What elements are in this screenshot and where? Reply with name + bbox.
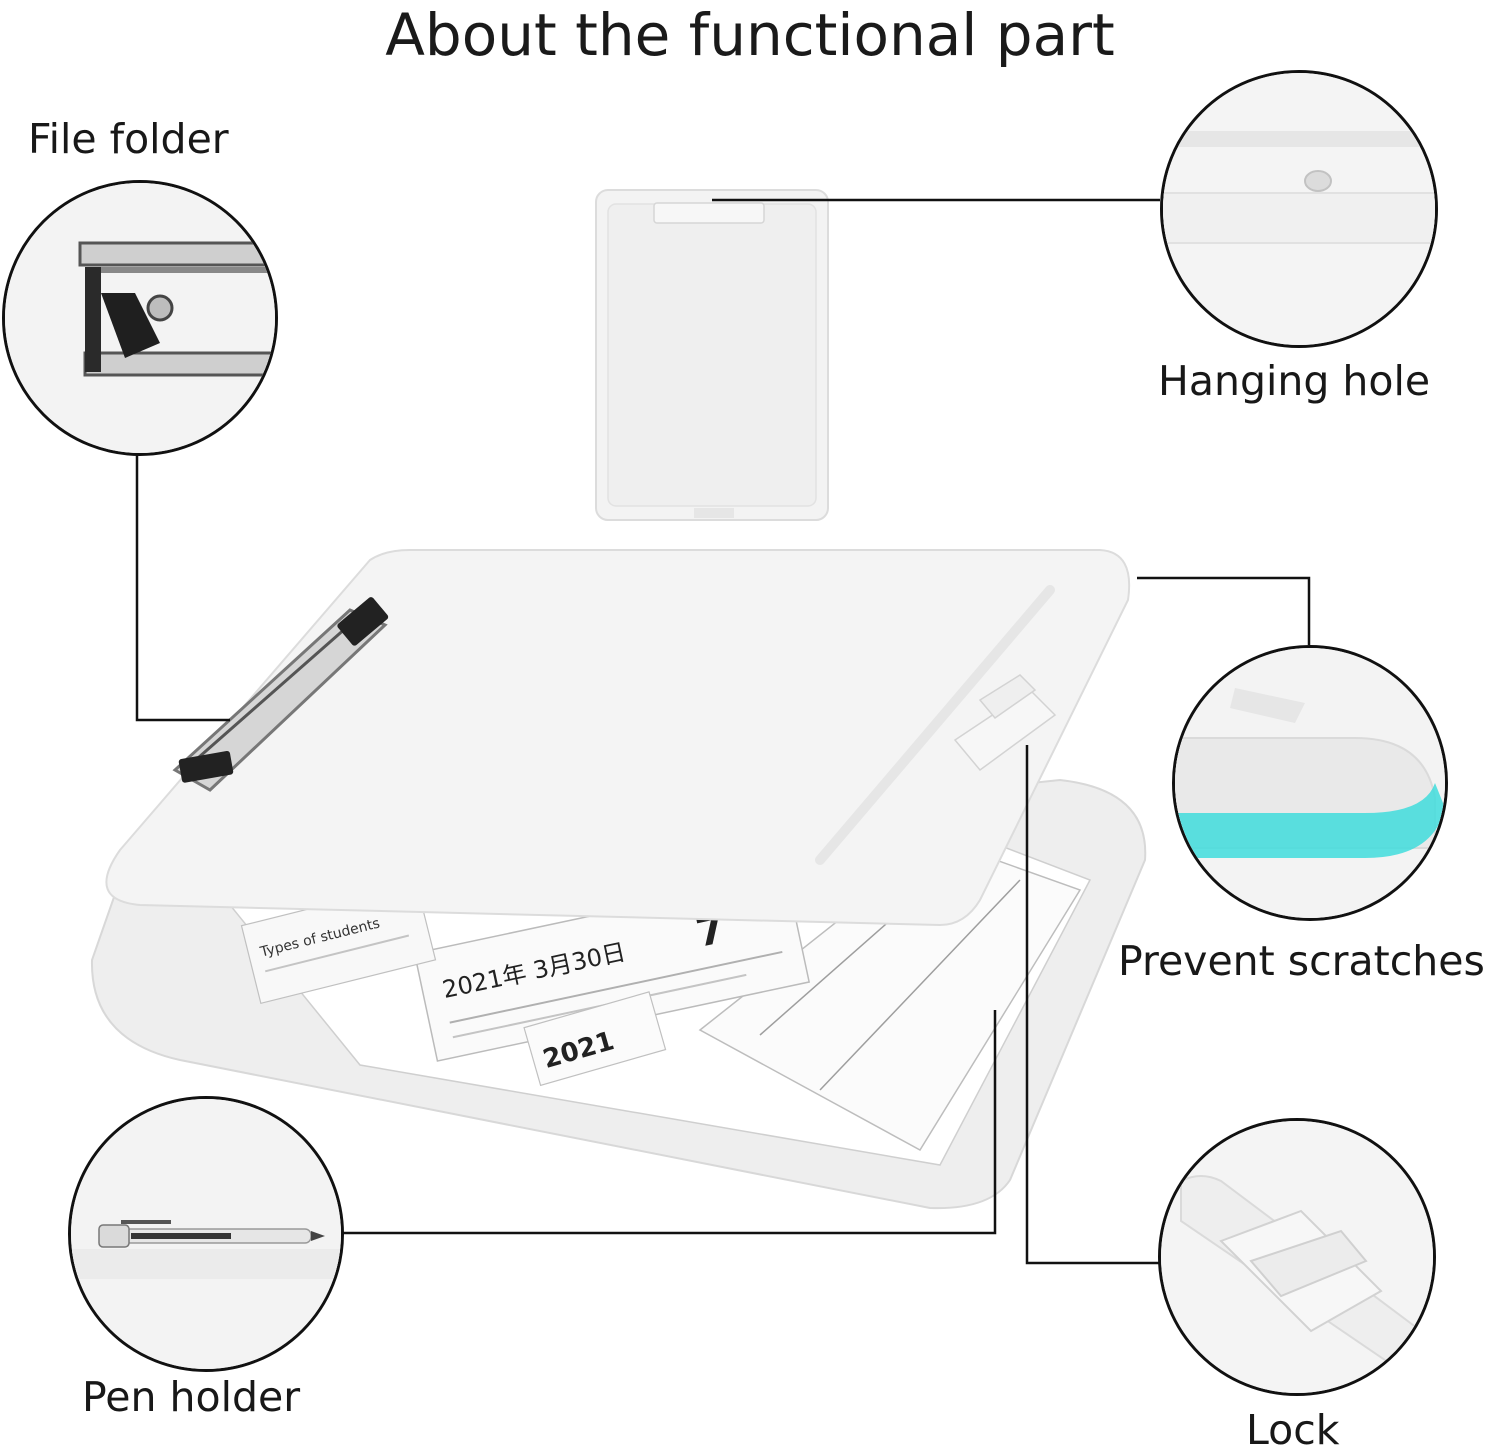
connector-pen-holder [340,1010,997,1235]
page-title: About the functional part [385,1,1115,69]
label-hanging-hole: Hanging hole [1158,357,1431,405]
metal-clip [172,597,389,792]
detail-prevent-scratches [1172,645,1448,921]
hanging-hole-icon [1163,73,1435,345]
detail-hanging-hole [1160,70,1438,348]
connector-lock [1025,745,1160,1265]
label-file-folder: File folder [28,115,229,163]
corner-bumper-icon [1175,648,1445,918]
label-pen-holder: Pen holder [82,1373,301,1421]
connector-prevent-scratches [1137,576,1311,645]
connector-lines [135,198,1311,1265]
label-lock: Lock [1246,1406,1340,1454]
detail-lock [1158,1118,1436,1396]
clip-closeup-icon [5,183,275,453]
pen-icon [71,1099,341,1369]
label-prevent-scratches: Prevent scratches [1118,937,1485,985]
hanging-clipboard-thumbnail [595,189,829,521]
detail-pen-holder [68,1096,344,1372]
connector-file-folder [135,454,230,722]
lock-tab-icon [1161,1121,1433,1393]
detail-file-folder-clip [2,180,278,456]
